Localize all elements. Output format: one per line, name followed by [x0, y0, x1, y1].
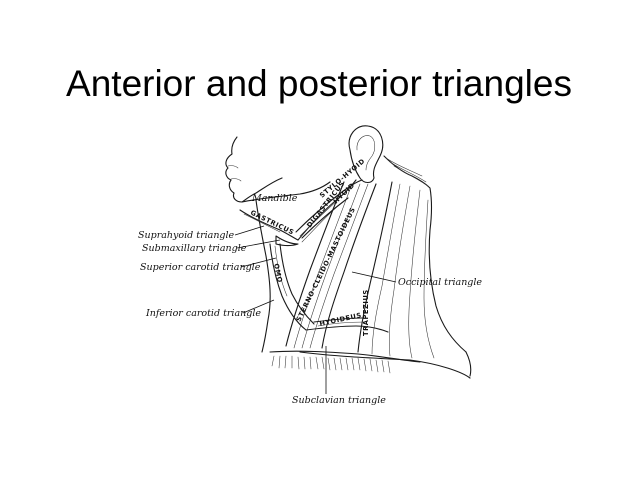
clavicle	[269, 350, 421, 363]
label-omohyoid-upper: OMO	[272, 263, 284, 284]
omohyoid-superior-belly-edge	[279, 243, 315, 325]
label-submaxillary-triangle: Submaxillary triangle	[142, 243, 247, 254]
omohyoid-superior-belly	[269, 243, 307, 331]
ear-inner	[356, 135, 376, 171]
digastric-anterior-belly	[239, 209, 299, 241]
label-trapezius: TRAPEZIUS	[362, 289, 370, 336]
lip-lines	[227, 165, 242, 182]
face-profile	[225, 136, 283, 203]
hyoid-bone	[275, 235, 299, 247]
label-mandible: Mandible	[251, 193, 298, 204]
sternocleidomastoid-fibers	[293, 183, 369, 349]
label-inferior-carotid-triangle: Inferior carotid triangle	[145, 308, 261, 319]
label-superior-carotid-triangle: Superior carotid triangle	[140, 262, 261, 273]
stylohyoid-band	[295, 179, 363, 239]
leader-inferior-carotid	[242, 299, 275, 314]
label-occipital-triangle: Occipital triangle	[398, 277, 482, 288]
hair-lines	[385, 157, 429, 187]
trapezius-fibers	[371, 183, 435, 359]
omohyoid-fibers	[274, 245, 367, 327]
label-subclavian-triangle: Subclavian triangle	[292, 395, 386, 406]
trapezius-anterior-border	[357, 181, 393, 353]
omohyoid-inferior-belly	[305, 317, 389, 333]
lower-neck-hatching	[271, 355, 391, 374]
label-digastric-lower: GASTRICUS	[249, 209, 295, 237]
ear	[348, 125, 384, 184]
sternocleidomastoid-back-edge	[321, 183, 377, 349]
mandible-lower-border	[241, 181, 331, 203]
leader-submaxillary	[236, 239, 281, 249]
sternocleidomastoid-front-edge	[285, 181, 345, 347]
label-suprahyoid-triangle: Suprahyoid triangle	[138, 230, 235, 241]
leader-occipital	[351, 271, 397, 283]
label-omohyoid-lower: HYOIDEUS	[319, 311, 363, 328]
leader-superior-carotid	[240, 257, 277, 268]
slide-title: Anterior and posterior triangles	[66, 62, 572, 104]
leader-suprahyoid	[234, 225, 265, 236]
anterior-neck-outline	[255, 199, 271, 353]
